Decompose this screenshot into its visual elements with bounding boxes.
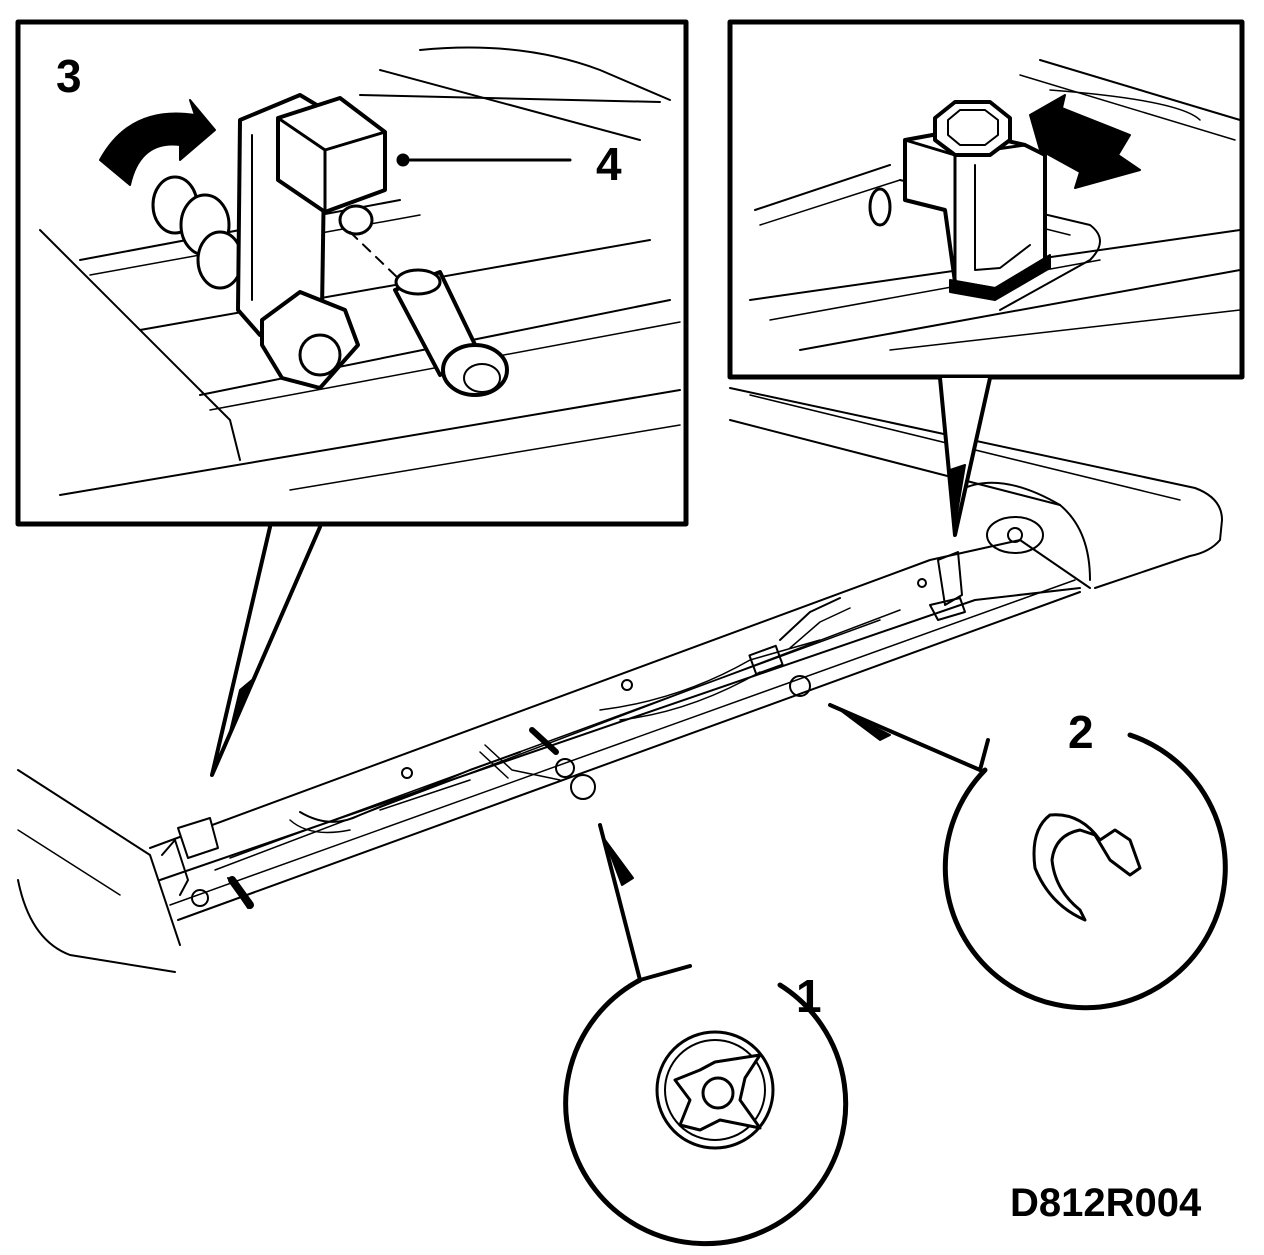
callout-label-3: 3 [56, 50, 82, 102]
inset-hinge-detail [15, 19, 689, 777]
e-clip-icon [1032, 813, 1142, 922]
direction-arrow-icon [1029, 94, 1141, 189]
callout-label-2: 2 [1068, 706, 1094, 758]
rotation-arrow-icon [99, 99, 216, 186]
inset-bolt-detail [727, 19, 1245, 537]
detail-circle-eclip [828, 703, 1228, 1011]
detail-circle-star-clip [563, 823, 849, 1247]
reference-code: D812R004 [1010, 1181, 1202, 1225]
inset-frame-left [15, 19, 689, 527]
callout-label-4: 4 [596, 138, 622, 190]
main-rail-assembly [17, 387, 1223, 973]
callout-label-1: 1 [796, 970, 822, 1022]
